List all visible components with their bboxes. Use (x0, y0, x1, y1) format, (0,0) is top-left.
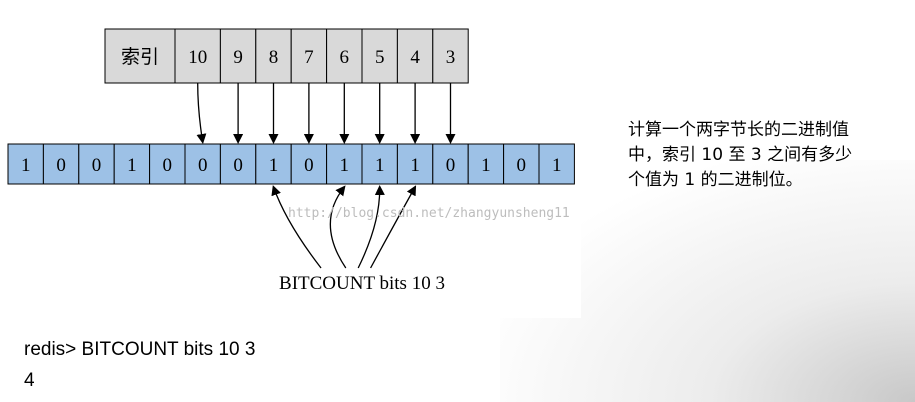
index-header-label: 索引 (121, 46, 159, 68)
bit-value: 0 (446, 155, 456, 176)
index-value: 6 (340, 47, 350, 68)
bit-row: 1 0 0 1 0 0 0 1 0 1 1 1 0 1 0 1 (7, 143, 575, 185)
bit-value: 1 (375, 155, 385, 176)
bit-value: 0 (198, 155, 208, 176)
bit-cell (184, 143, 221, 185)
index-arrow (196, 82, 207, 144)
index-value: 9 (233, 47, 243, 68)
index-cell (396, 28, 434, 84)
bit-value: 0 (304, 155, 314, 176)
description-text: 计算一个两字节长的二进制值 中，索引 10 至 3 之间有多少 个值为 1 的二… (628, 120, 853, 190)
bit-value: 1 (340, 155, 350, 176)
bit-cell (42, 143, 80, 185)
bit-cell (467, 143, 505, 185)
bit-value: 1 (127, 155, 137, 176)
bit-value: 1 (481, 155, 491, 176)
bitcount-arrow (370, 185, 417, 269)
bit-value: 1 (410, 155, 420, 176)
bit-value: 1 (269, 155, 279, 176)
bit-cell (219, 143, 257, 185)
index-value: 10 (188, 47, 207, 68)
index-value: 5 (375, 47, 385, 68)
index-arrows (196, 82, 456, 144)
bitcount-arrow (357, 185, 385, 269)
bitcount-arrow (329, 185, 347, 269)
bit-cell (538, 143, 575, 185)
bit-value: 0 (233, 155, 243, 176)
bit-value: 0 (92, 155, 102, 176)
command-label: BITCOUNT bits 10 3 (279, 273, 445, 294)
bit-cell (326, 143, 363, 185)
index-value: 3 (446, 47, 456, 68)
bitcount-arrow (271, 185, 322, 269)
redis-command: redis> BITCOUNT bits 10 3 (24, 339, 256, 360)
redis-result: 4 (24, 370, 35, 391)
bit-value: 1 (21, 155, 31, 176)
bit-cell (255, 143, 292, 185)
bitcount-arrows (271, 185, 417, 269)
bit-cell (7, 143, 44, 185)
watermark-text: http://blog.csdn.net/zhangyunsheng11 (288, 206, 570, 221)
bit-value: 0 (56, 155, 66, 176)
index-value: 7 (304, 47, 314, 68)
index-value: 8 (269, 47, 279, 68)
bit-cell (290, 143, 328, 185)
bit-value: 0 (163, 155, 173, 176)
bit-value: 0 (517, 155, 527, 176)
bit-cell (396, 143, 434, 185)
bit-value: 1 (552, 155, 562, 176)
index-value: 4 (410, 47, 420, 68)
index-cell (361, 28, 398, 84)
index-row: 索引 10 9 8 7 6 5 4 3 (104, 28, 469, 84)
bit-cell (432, 143, 469, 185)
index-cell (432, 28, 469, 84)
bit-cell (503, 143, 540, 185)
